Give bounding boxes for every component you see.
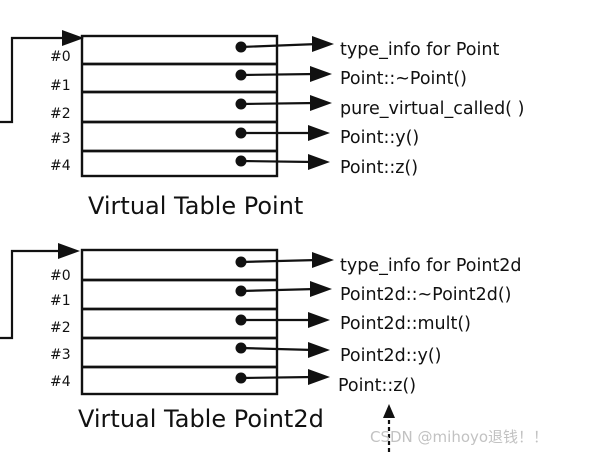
slot-label: #3 <box>50 347 71 363</box>
entry-pointer <box>235 95 332 111</box>
slot-label: #0 <box>50 49 71 65</box>
entry-pointer <box>235 312 330 328</box>
entry-pointer <box>235 252 334 268</box>
slot-label: #0 <box>50 268 71 284</box>
entry-pointer <box>235 281 332 297</box>
entry-pointer <box>235 342 330 358</box>
slot-label: #2 <box>50 320 71 336</box>
entry-pointer <box>235 125 330 141</box>
entry-label: Point2d::mult() <box>340 314 471 334</box>
vtable-point2d: #0 #1 #2 #3 #4 <box>0 243 522 433</box>
slot-label: #2 <box>50 106 71 122</box>
entry-label: Point::~Point() <box>340 69 467 89</box>
entry-pointer <box>235 66 332 82</box>
entry-label: Point::z() <box>338 376 416 396</box>
entry-label: Point2d::~Point2d() <box>340 285 512 305</box>
entry-label: Point::z() <box>340 158 418 178</box>
table-caption: Virtual Table Point <box>88 192 303 220</box>
vtable-box <box>80 248 279 396</box>
vtable-box <box>80 34 279 178</box>
slot-label: #1 <box>50 78 71 94</box>
dashed-up-arrow <box>383 404 395 452</box>
entry-label: type_info for Point <box>340 40 499 60</box>
entry-label: Point2d::y() <box>340 346 442 366</box>
entry-label: pure_virtual_called( ) <box>340 99 524 119</box>
vptr-arrow <box>0 30 84 124</box>
slot-label: #4 <box>50 374 71 390</box>
entry-pointer <box>235 154 330 170</box>
entry-label: type_info for Point2d <box>340 256 522 276</box>
entry-pointer <box>235 369 330 385</box>
slot-label: #1 <box>50 293 71 309</box>
vtable-point: #0 #1 #2 #3 #4 <box>0 30 524 220</box>
table-caption: Virtual Table Point2d <box>78 405 324 433</box>
entry-pointer <box>235 36 334 53</box>
vptr-arrow <box>0 243 80 340</box>
slot-label: #4 <box>50 158 71 174</box>
entry-label: Point::y() <box>340 128 419 148</box>
watermark: CSDN @mihoyo退钱！！ <box>370 428 548 446</box>
slot-label: #3 <box>50 131 71 147</box>
